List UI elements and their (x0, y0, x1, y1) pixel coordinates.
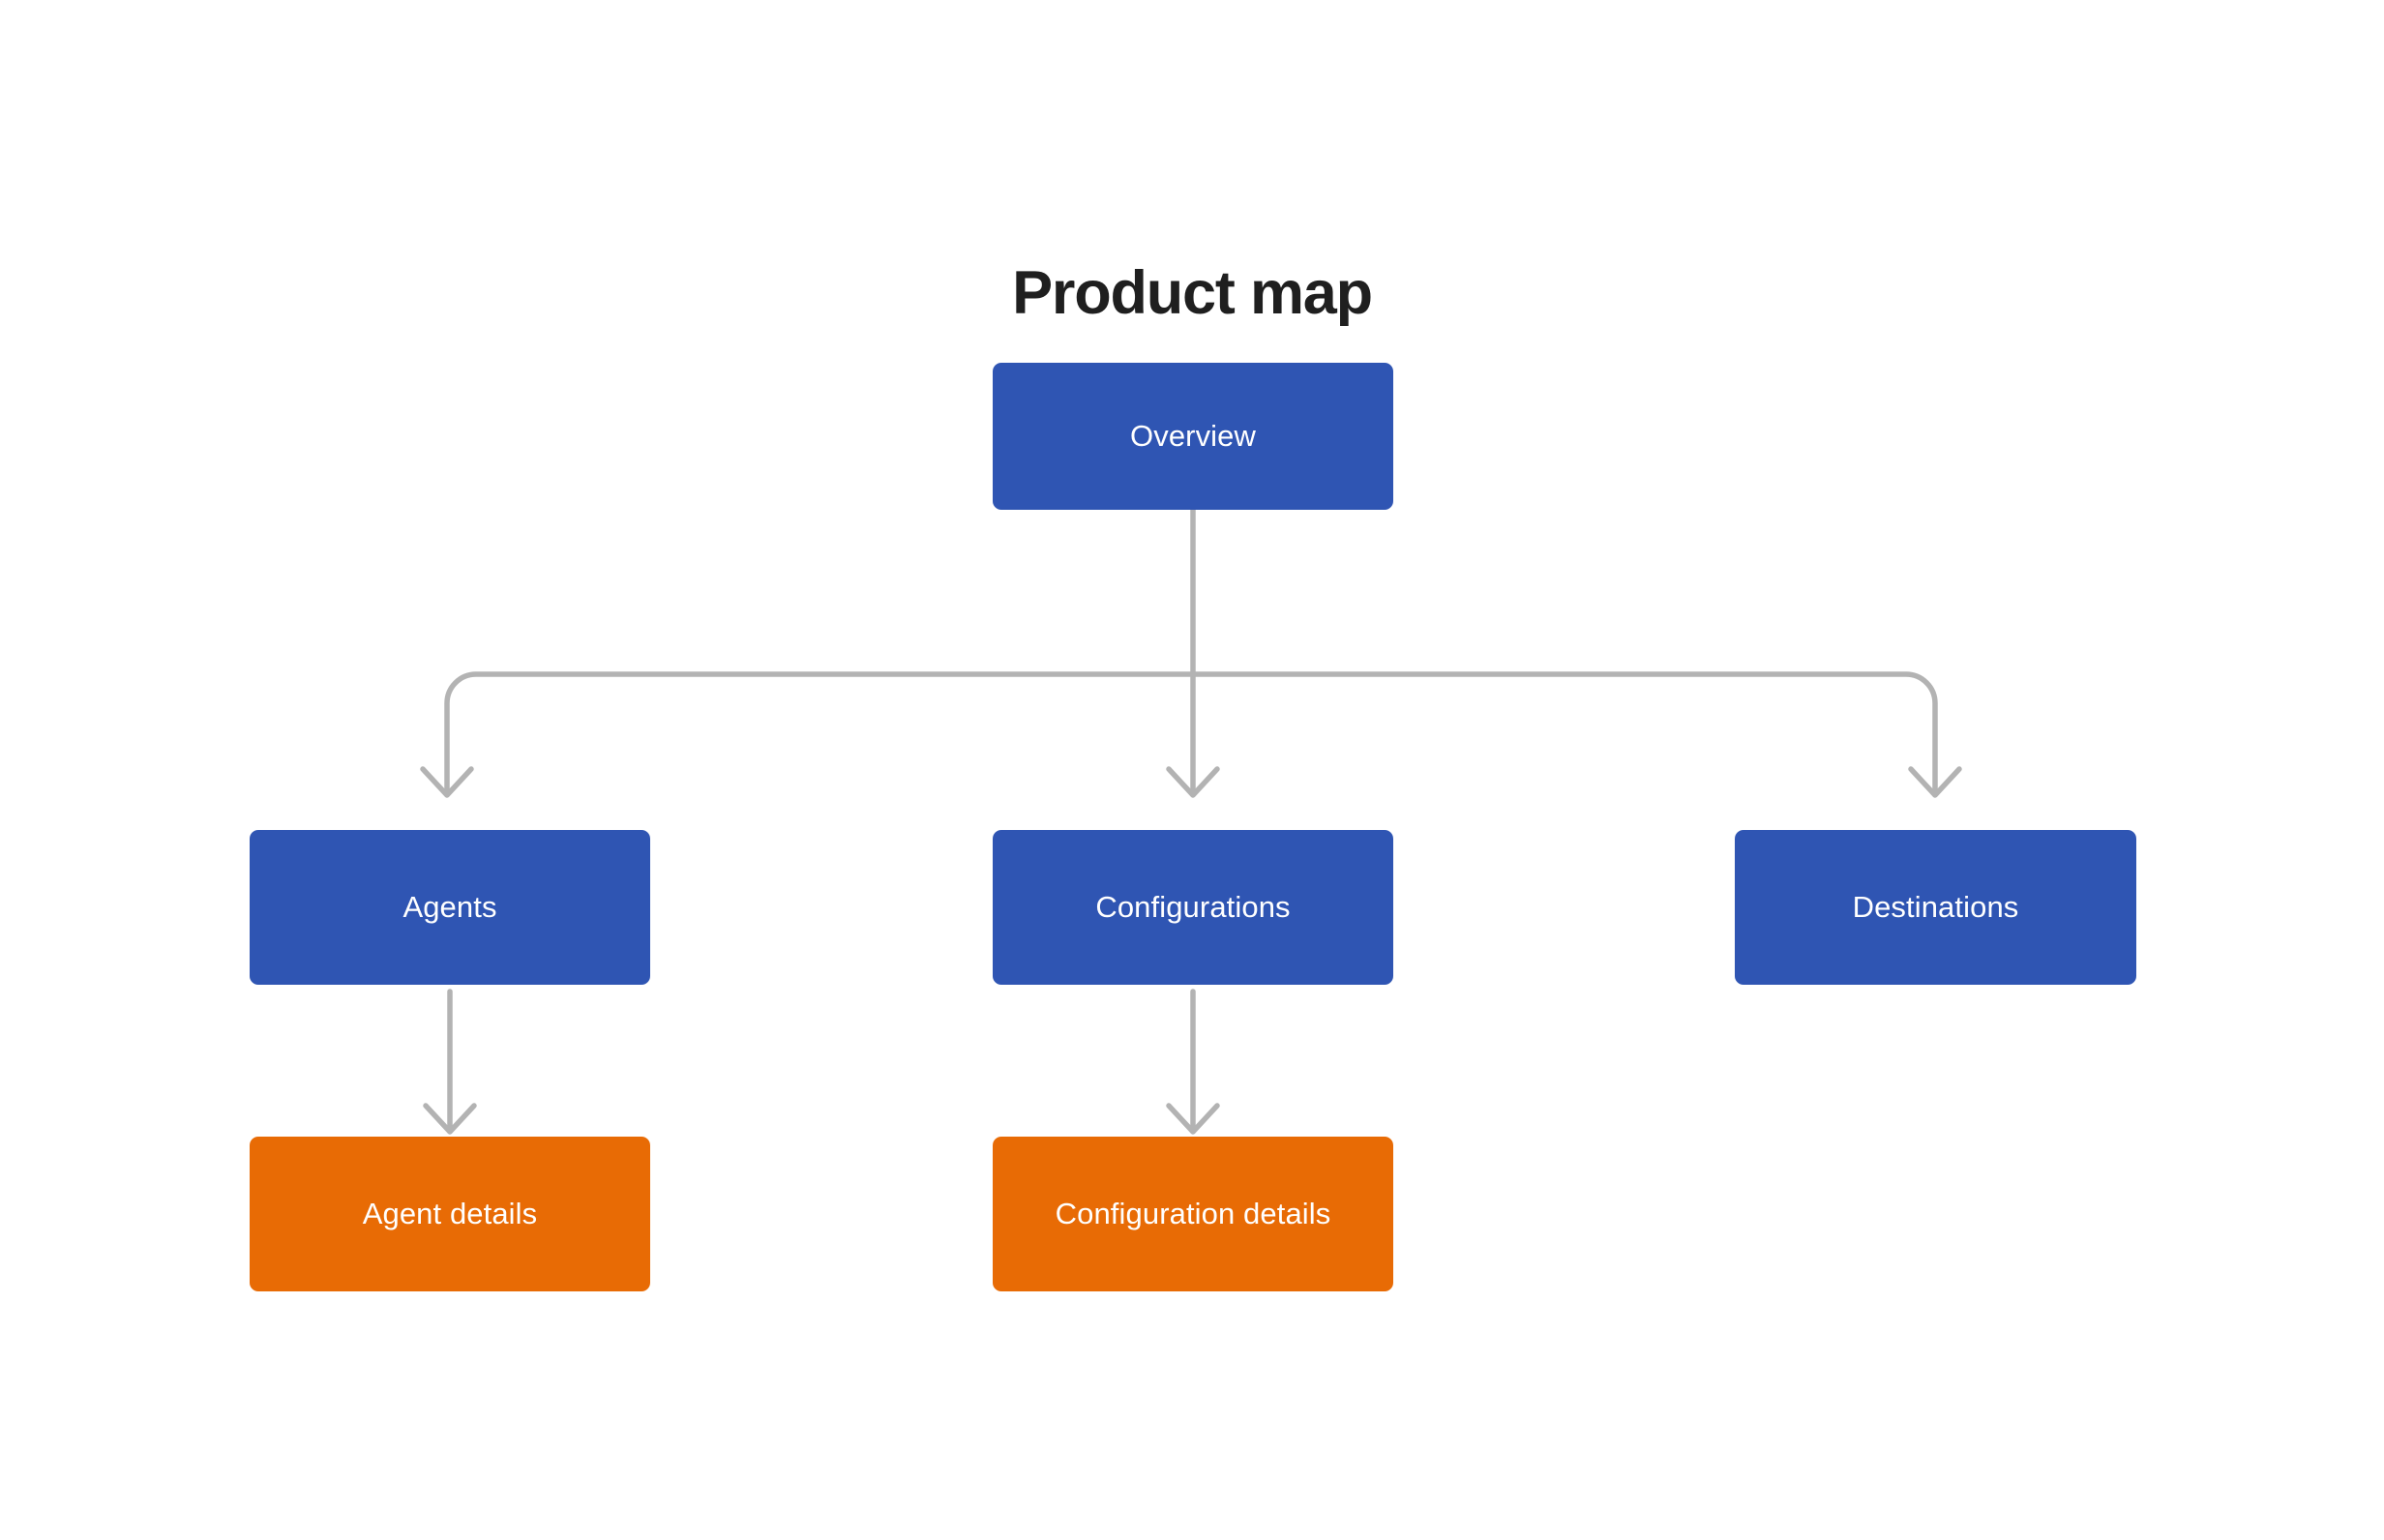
node-configurations[interactable]: Configurations (993, 830, 1393, 985)
node-overview-label: Overview (1130, 419, 1256, 454)
edge-overview-to-configurations-arrowhead (1166, 766, 1220, 798)
node-agents-label: Agents (402, 890, 497, 925)
edge-overview-to-destinations-arrowhead (1908, 766, 1962, 798)
node-agent-details[interactable]: Agent details (250, 1137, 650, 1291)
page-title: Product map (1012, 259, 1373, 327)
edge-overview-to-agents-arrowhead (420, 766, 474, 798)
node-overview[interactable]: Overview (993, 363, 1393, 510)
edge-configurations-to-configuration-details-arrowhead (1166, 1103, 1220, 1135)
node-agents[interactable]: Agents (250, 830, 650, 985)
edge-overview-to-agents (444, 671, 1196, 794)
node-configuration-details[interactable]: Configuration details (993, 1137, 1393, 1291)
node-configurations-label: Configurations (1095, 890, 1291, 925)
edge-overview-to-destinations (1190, 671, 1938, 794)
node-agent-details-label: Agent details (362, 1197, 538, 1231)
node-configuration-details-label: Configuration details (1055, 1197, 1331, 1231)
node-destinations-label: Destinations (1852, 890, 2019, 925)
node-destinations[interactable]: Destinations (1735, 830, 2136, 985)
edge-agents-to-agent-details-arrowhead (423, 1103, 477, 1135)
